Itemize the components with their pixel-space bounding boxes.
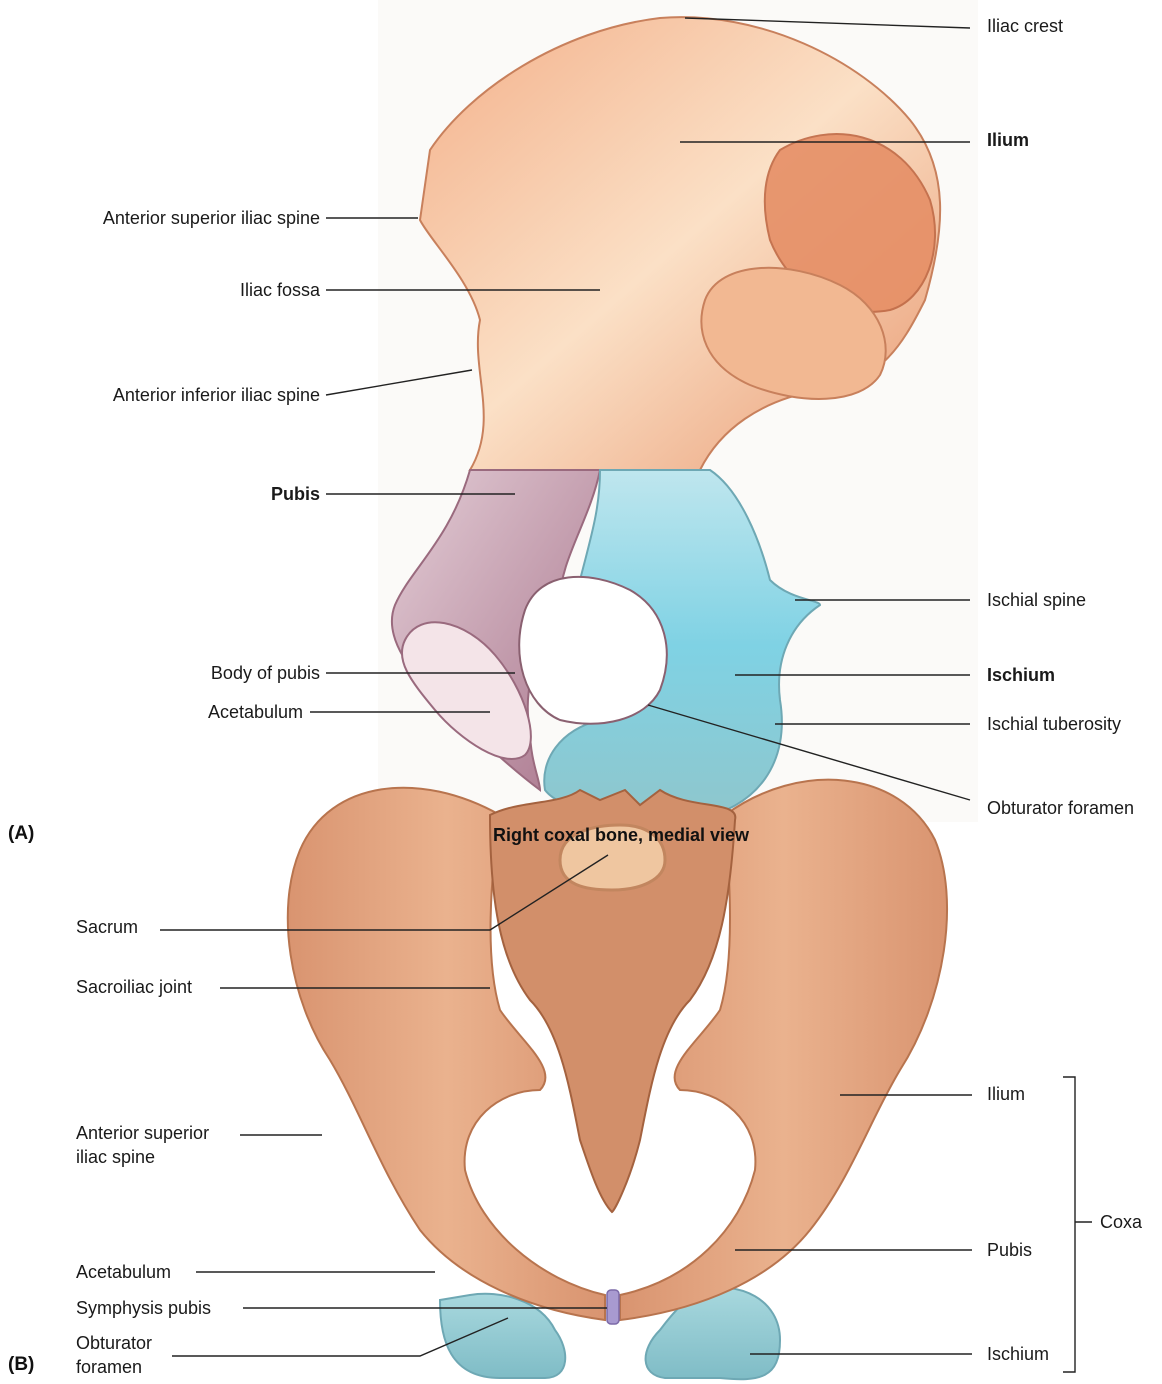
- label-ilium: Ilium: [987, 129, 1029, 151]
- label-ischial-tuberosity: Ischial tuberosity: [987, 713, 1121, 735]
- label-symphysis-pubis: Symphysis pubis: [76, 1297, 211, 1319]
- label-anterior-superior-iliac-spine-b-line1: Anterior superior: [76, 1122, 209, 1144]
- label-pubis-b: Pubis: [987, 1239, 1032, 1261]
- panel-a-caption: Right coxal bone, medial view: [493, 825, 749, 846]
- coxal-bone-illustration: [378, 0, 978, 822]
- label-anterior-inferior-iliac-spine: Anterior inferior iliac spine: [113, 384, 320, 406]
- label-sacroiliac-joint: Sacroiliac joint: [76, 976, 192, 998]
- label-sacrum: Sacrum: [76, 916, 138, 938]
- symphysis-pubis-disc: [607, 1290, 619, 1324]
- label-body-of-pubis: Body of pubis: [211, 662, 320, 684]
- label-obturator-foramen: Obturator foramen: [987, 797, 1134, 819]
- label-obturator-foramen-b-line2: foramen: [76, 1356, 142, 1378]
- label-pubis: Pubis: [271, 483, 320, 505]
- label-ischial-spine: Ischial spine: [987, 589, 1086, 611]
- label-acetabulum-b: Acetabulum: [76, 1261, 171, 1283]
- label-anterior-superior-iliac-spine: Anterior superior iliac spine: [103, 207, 320, 229]
- label-anterior-superior-iliac-spine-b-line2: iliac spine: [76, 1146, 155, 1168]
- label-ischium-b: Ischium: [987, 1343, 1049, 1365]
- coxa-bracket: [1063, 1077, 1075, 1372]
- label-ilium-b: Ilium: [987, 1083, 1025, 1105]
- panel-a-tag: (A): [8, 823, 34, 845]
- panel-b-tag: (B): [8, 1354, 34, 1376]
- label-acetabulum: Acetabulum: [208, 701, 303, 723]
- label-iliac-fossa: Iliac fossa: [240, 279, 320, 301]
- label-obturator-foramen-b-line1: Obturator: [76, 1332, 152, 1354]
- label-iliac-crest: Iliac crest: [987, 15, 1063, 37]
- label-ischium: Ischium: [987, 664, 1055, 686]
- pelvis-illustration: [288, 780, 947, 1380]
- label-coxa: Coxa: [1100, 1211, 1142, 1233]
